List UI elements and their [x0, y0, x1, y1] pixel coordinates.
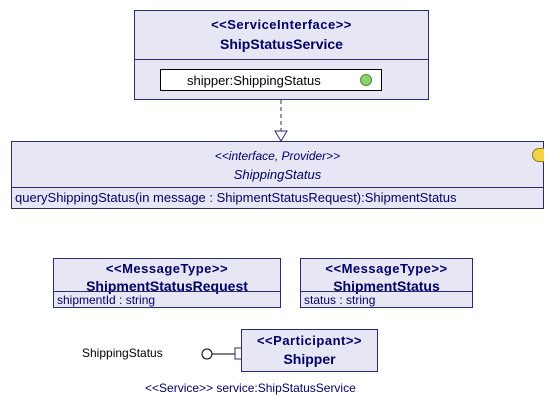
- compartment-divider: [12, 187, 543, 188]
- participant-stereotype: <<Participant>>: [256, 333, 363, 348]
- service-port-label: <<Service>> service:ShipStatusService: [145, 381, 356, 395]
- message-request-name: ShipmentStatusRequest: [86, 278, 248, 294]
- participant-name: Shipper: [283, 351, 336, 367]
- compartment-divider: [54, 291, 280, 292]
- attribute-shipment-id[interactable]: shipmentId : string: [57, 293, 156, 307]
- lollipop-interface-icon: [360, 74, 372, 86]
- interface-class[interactable]: <<interface, Provider>> ShippingStatus q…: [11, 141, 544, 209]
- port-interface-label: ShippingStatus: [82, 346, 163, 360]
- service-interface-stereotype: <<ServiceInterface>>: [211, 17, 352, 32]
- compartment-divider: [301, 291, 472, 292]
- message-status-name: ShipmentStatus: [333, 278, 440, 294]
- service-interface-name: ShipStatusService: [220, 36, 343, 52]
- message-type-status-class[interactable]: <<MessageType>> ShipmentStatus status : …: [300, 258, 473, 308]
- compartment-divider: [135, 59, 428, 60]
- part-box[interactable]: shipper:ShippingStatus: [160, 69, 382, 91]
- message-status-stereotype: <<MessageType>>: [325, 261, 448, 276]
- part-label: shipper:ShippingStatus: [187, 73, 321, 88]
- message-type-request-class[interactable]: <<MessageType>> ShipmentStatusRequest sh…: [53, 258, 281, 308]
- operation-query-shipping-status[interactable]: queryShippingStatus(in message : Shipmen…: [15, 190, 457, 205]
- service-interface-class[interactable]: <<ServiceInterface>> ShipStatusService s…: [134, 10, 429, 100]
- interface-stereotype: <<interface, Provider>>: [214, 149, 341, 163]
- provided-interface-lollipop-icon: [201, 348, 213, 360]
- attribute-status[interactable]: status : string: [304, 293, 376, 307]
- interface-lollipop-icon: [532, 148, 544, 162]
- message-request-stereotype: <<MessageType>>: [105, 261, 229, 276]
- participant-class[interactable]: <<Participant>> Shipper: [241, 329, 378, 372]
- interface-name: ShippingStatus: [233, 167, 322, 182]
- realization-arrowhead-icon: [274, 130, 288, 142]
